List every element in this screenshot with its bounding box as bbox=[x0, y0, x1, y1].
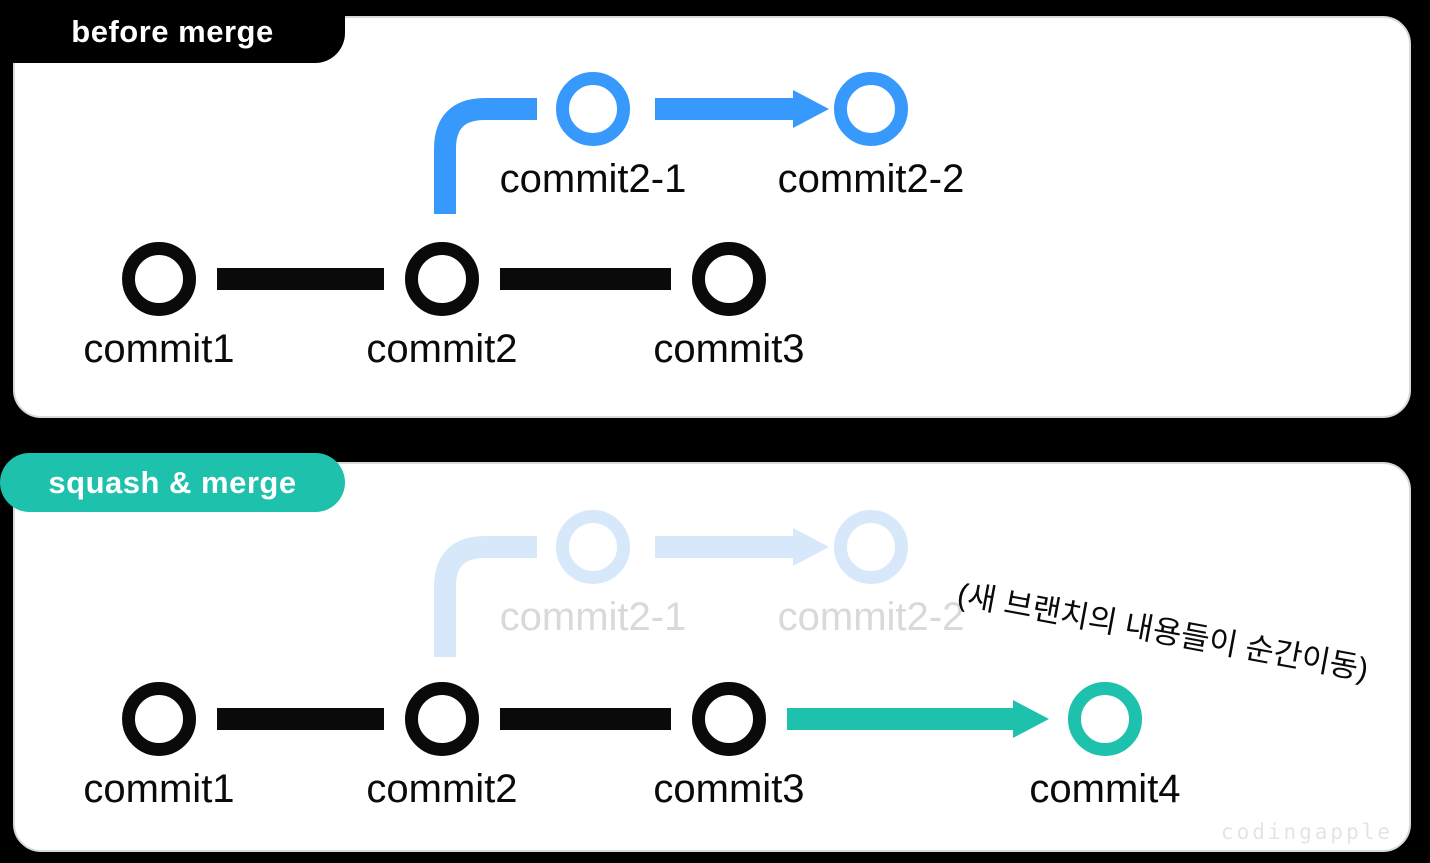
commit-node-commit2 bbox=[405, 242, 479, 316]
faded-branch-arrowhead-icon bbox=[793, 528, 829, 566]
commit-node-commit2-2 bbox=[834, 72, 908, 146]
commit-label-commit2-1: commit2-1 bbox=[500, 157, 687, 201]
watermark: codingapple bbox=[1221, 820, 1393, 844]
commit-label-commit3: commit3 bbox=[653, 767, 804, 811]
commit-label-commit2: commit2 bbox=[366, 767, 517, 811]
squash-annotation: (새 브랜치의 내용들이 순간이동) bbox=[955, 576, 1372, 686]
squash-merge-badge-label: squash & merge bbox=[48, 464, 297, 500]
commit-node-commit2 bbox=[405, 682, 479, 756]
before-merge-diagram: commit2-1 commit2-2 commit1 commit2 comm… bbox=[83, 72, 965, 371]
squash-merge-badge: squash & merge bbox=[0, 453, 345, 512]
commit-node-commit2-1 bbox=[556, 72, 630, 146]
faded-commit-label-commit2-1: commit2-1 bbox=[500, 595, 687, 639]
commit-node-commit1 bbox=[122, 682, 196, 756]
faded-commit-node-commit2-2 bbox=[834, 510, 908, 584]
branch-arrowhead-icon bbox=[793, 90, 829, 128]
before-merge-panel: commit2-1 commit2-2 commit1 commit2 comm… bbox=[13, 16, 1411, 418]
commit-label-commit1: commit1 bbox=[83, 327, 234, 371]
branch-elbow-line bbox=[434, 98, 537, 214]
commit-label-commit1: commit1 bbox=[83, 767, 234, 811]
commit-label-commit4: commit4 bbox=[1029, 767, 1180, 811]
faded-commit-label-commit2-2: commit2-2 bbox=[778, 595, 965, 639]
commit-label-commit2: commit2 bbox=[366, 327, 517, 371]
commit-node-commit3 bbox=[692, 682, 766, 756]
faded-branch-elbow-line bbox=[434, 536, 537, 657]
squash-merge-arrowhead-icon bbox=[1013, 700, 1049, 738]
commit-node-commit4 bbox=[1068, 682, 1142, 756]
commit-node-commit1 bbox=[122, 242, 196, 316]
faded-commit-node-commit2-1 bbox=[556, 510, 630, 584]
before-merge-badge: before merge bbox=[0, 0, 345, 63]
commit-node-commit3 bbox=[692, 242, 766, 316]
commit-label-commit2-2: commit2-2 bbox=[778, 157, 965, 201]
before-merge-badge-label: before merge bbox=[71, 13, 274, 49]
commit-label-commit3: commit3 bbox=[653, 327, 804, 371]
squash-merge-diagram: commit2-1 commit2-2 (새 브랜치의 내용들이 순간이동) c… bbox=[83, 510, 1393, 844]
squash-merge-panel: commit2-1 commit2-2 (새 브랜치의 내용들이 순간이동) c… bbox=[13, 462, 1411, 852]
